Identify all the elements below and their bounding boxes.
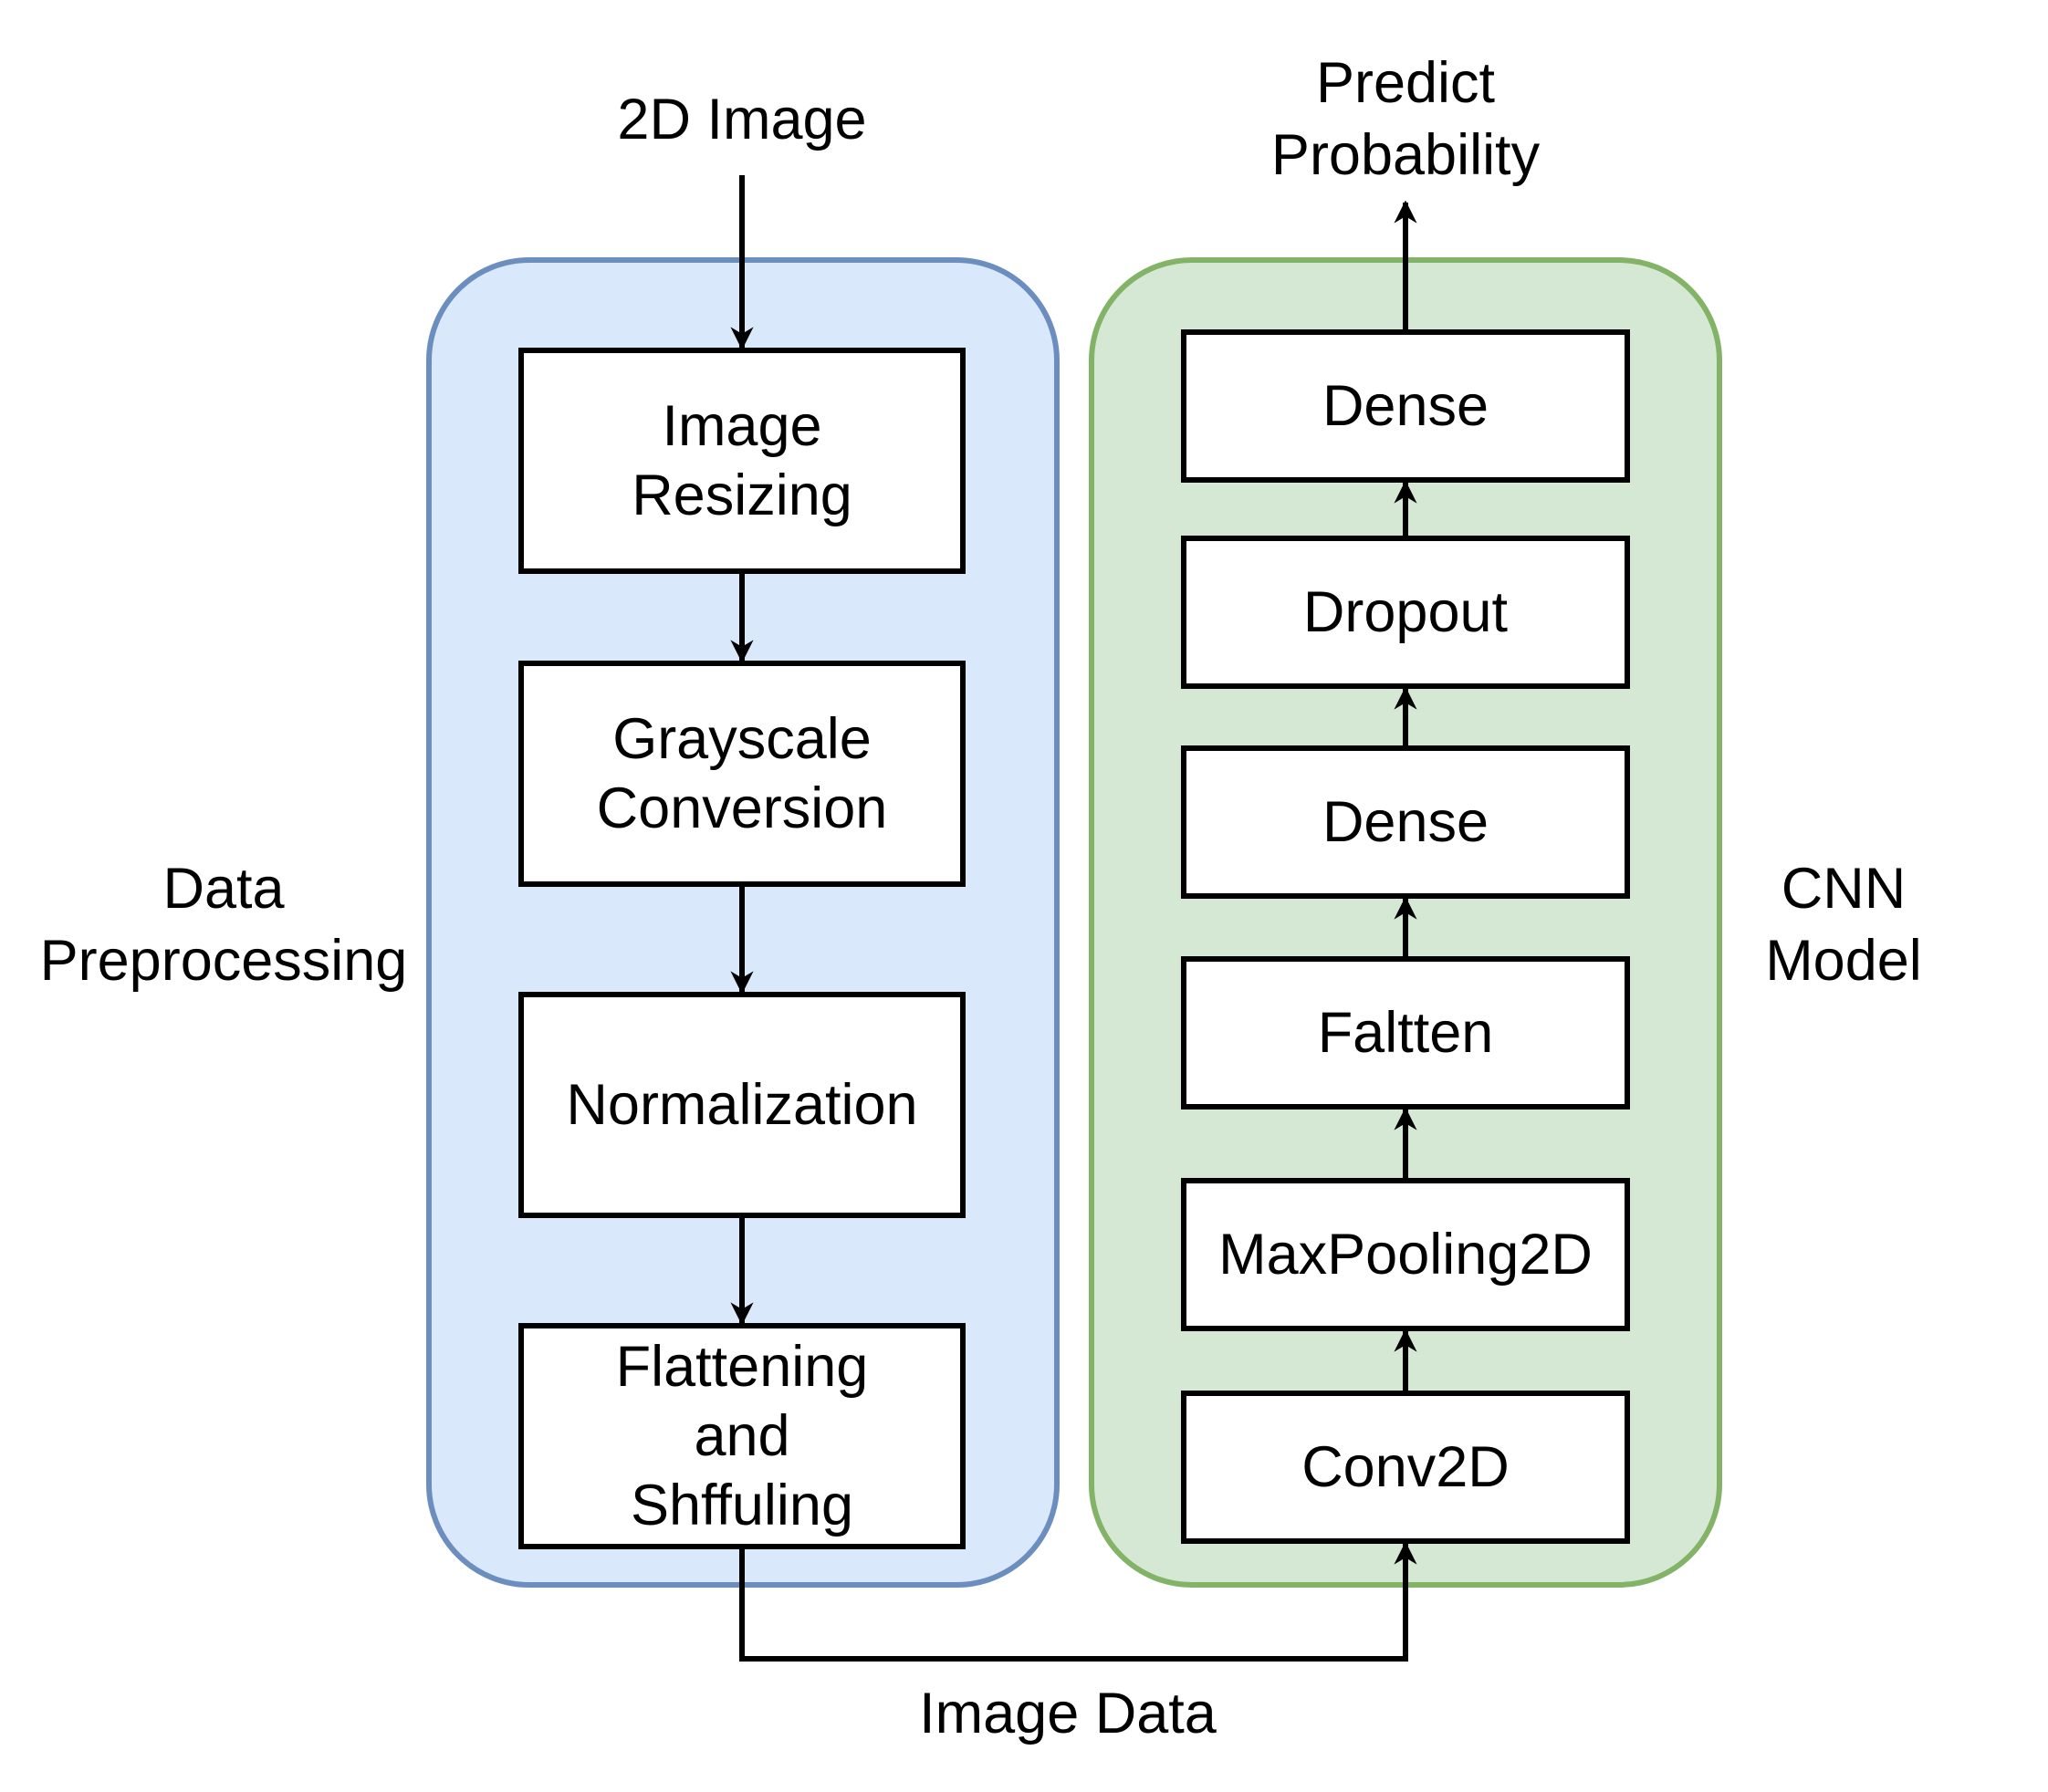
layer-box-conv2d — [1181, 1391, 1630, 1544]
layer-box-dense — [1181, 745, 1630, 899]
layer-label-maxpooling2d: MaxPooling2D — [1218, 1223, 1593, 1287]
layer-label-dense-output: Dense — [1322, 374, 1489, 438]
step-box-image-resizing — [518, 348, 966, 574]
step-box-grayscale-conversion — [518, 661, 966, 887]
step-label-grayscale-conversion: Grayscale Conversion — [596, 707, 888, 840]
layer-label-flatten: Faltten — [1317, 1001, 1494, 1065]
arrow-image-data-connector — [739, 1541, 1417, 1662]
layer-box-dense-output — [1181, 329, 1630, 483]
output-label: Predict Probability — [1270, 51, 1541, 187]
step-label-flattening-shuffling: Flattening and Shffuling — [615, 1335, 869, 1537]
layer-label-conv2d: Conv2D — [1301, 1435, 1510, 1499]
input-label: 2D Image — [617, 88, 867, 151]
step-label-normalization: Normalization — [566, 1073, 918, 1137]
layer-label-dense: Dense — [1322, 790, 1489, 854]
preprocessing-title: Data Preprocessing — [39, 857, 408, 993]
step-box-flattening-shuffling — [518, 1323, 966, 1549]
cnn-model-title: CNN Model — [1765, 857, 1922, 993]
step-label-image-resizing: Image Resizing — [632, 394, 852, 527]
layer-box-dropout — [1181, 536, 1630, 689]
connector-label: Image Data — [919, 1682, 1217, 1745]
layer-label-dropout: Dropout — [1302, 580, 1509, 644]
step-box-normalization — [518, 992, 966, 1218]
layer-box-flatten — [1181, 956, 1630, 1110]
